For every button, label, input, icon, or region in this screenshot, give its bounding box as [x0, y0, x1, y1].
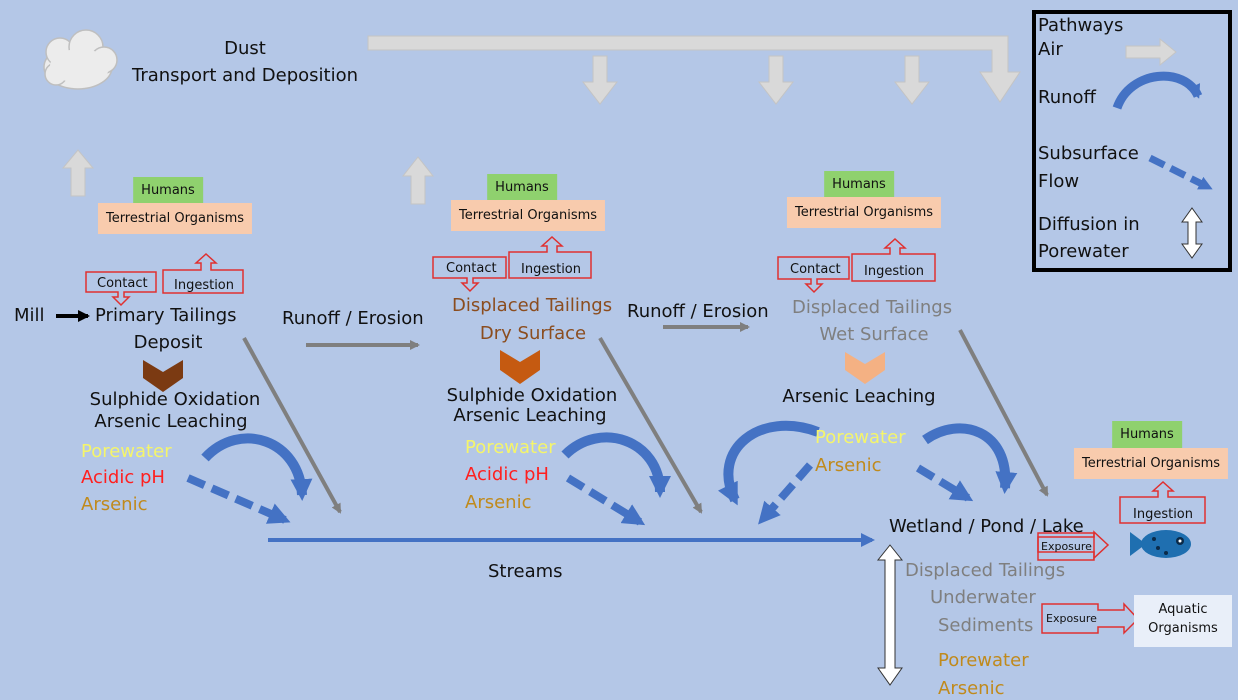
streams-label: Streams	[488, 561, 563, 582]
legend-runoff-arrow	[1112, 71, 1203, 110]
ingestion-label-dry: Ingestion	[521, 262, 581, 277]
primary-deposit-label: Deposit	[133, 332, 203, 353]
legend-runoff-label: Runoff	[1038, 87, 1096, 108]
ingestion-label-wetland: Ingestion	[1133, 507, 1193, 522]
ingestion-label-wet: Ingestion	[864, 264, 924, 279]
legend-diffusion-label: Diffusion in	[1038, 214, 1140, 235]
runoff-arrows	[201, 420, 1018, 506]
legend-porewater-label: Porewater	[1038, 241, 1129, 262]
terrestrial-box-wet: Terrestrial Organisms	[786, 197, 942, 228]
humans-box-primary: Humans	[133, 177, 203, 204]
legend-subsurface-label: Subsurface	[1038, 143, 1139, 164]
wet-arsenic: Arsenic	[815, 455, 882, 476]
underwater-arsenic: Arsenic	[938, 678, 1005, 699]
runoff-erosion-label-1: Runoff / Erosion	[282, 308, 424, 329]
wetland-label: Wetland / Pond / Lake	[889, 516, 1084, 537]
underwater-label: Underwater	[930, 587, 1036, 608]
erosion-diagonal-1	[242, 337, 342, 514]
pathways-legend	[1032, 10, 1232, 272]
dust-cloud-icon	[43, 29, 118, 90]
dust-up-arrow-1	[61, 149, 95, 197]
runoff-erosion-label-2: Runoff / Erosion	[627, 301, 769, 322]
contact-label-dry: Contact	[446, 261, 497, 276]
ingestion-label-primary: Ingestion	[174, 278, 234, 293]
chevron-down-icon	[143, 360, 183, 392]
wet-displaced-label: Displaced Tailings	[792, 297, 953, 318]
primary-porewater: Porewater	[81, 441, 172, 462]
dust-transport-label: Transport and Deposition	[131, 65, 359, 86]
exposure-label-fish: Exposure	[1041, 540, 1092, 553]
fish-icon	[1130, 530, 1191, 558]
dry-arsenic: Arsenic	[465, 492, 532, 513]
mill-label: Mill	[14, 305, 45, 326]
exposure-label-aquatic: Exposure	[1046, 612, 1097, 625]
aquatic-label-line2: Organisms	[1148, 620, 1218, 636]
dry-displaced-label: Displaced Tailings	[452, 295, 613, 316]
primary-tailings-label: Primary Tailings	[95, 305, 237, 326]
primary-process-oxidation: Sulphide Oxidation	[89, 389, 261, 410]
dry-process-oxidation: Sulphide Oxidation	[446, 385, 618, 406]
air-deposition-arrow-1	[581, 55, 619, 105]
wet-surface-label: Wet Surface	[819, 324, 929, 345]
humans-box-wetland: Humans	[1112, 421, 1182, 448]
air-deposition-arrow-2	[757, 55, 795, 105]
erosion-diagonal-3	[958, 329, 1049, 497]
chevron-down-icon	[845, 352, 885, 384]
terrestrial-box-wetland: Terrestrial Organisms	[1073, 448, 1229, 479]
dry-surface-label: Dry Surface	[479, 323, 587, 344]
terrestrial-box-primary: Terrestrial Organisms	[97, 203, 253, 234]
legend-icons	[1112, 37, 1213, 259]
wet-process-leaching: Arsenic Leaching	[782, 386, 936, 407]
contact-label-primary: Contact	[97, 276, 148, 291]
underwater-sediments-label: Sediments	[938, 615, 1034, 636]
legend-air-label: Air	[1038, 39, 1063, 60]
underwater-porewater: Porewater	[938, 650, 1029, 671]
primary-process-leaching: Arsenic Leaching	[94, 411, 248, 432]
legend-air-arrow	[1125, 37, 1177, 67]
contact-label-wet: Contact	[790, 262, 841, 277]
legend-diffusion-arrow	[1181, 207, 1203, 259]
dust-label: Dust	[224, 38, 266, 59]
erosion-diagonal-2	[598, 336, 703, 514]
chevron-down-icon	[500, 350, 540, 384]
terrestrial-box-dry: Terrestrial Organisms	[450, 200, 606, 231]
aquatic-label-line1: Aquatic	[1158, 602, 1208, 617]
dry-porewater: Porewater	[465, 437, 556, 458]
subsurface-arrows	[186, 462, 974, 526]
exposure-route-boxes	[85, 235, 1206, 635]
diffusion-arrow	[876, 544, 904, 686]
dry-process-leaching: Arsenic Leaching	[453, 405, 607, 426]
primary-acidic-ph: Acidic pH	[81, 467, 165, 488]
legend-subsurface-flow-label: Flow	[1038, 171, 1080, 192]
primary-arsenic: Arsenic	[81, 494, 148, 515]
wet-porewater: Porewater	[815, 427, 906, 448]
legend-title: Pathways	[1038, 15, 1124, 36]
air-deposition-arrow-3	[893, 55, 931, 105]
humans-box-wet: Humans	[824, 171, 894, 198]
air-transport-arrow	[61, 35, 1021, 205]
legend-subsurface-arrow	[1148, 154, 1213, 192]
aquatic-organisms-box: Aquatic Organisms	[1134, 595, 1232, 647]
dust-up-arrow-2	[401, 156, 435, 205]
dry-acidic-ph: Acidic pH	[465, 464, 549, 485]
humans-box-dry: Humans	[487, 174, 557, 201]
underwater-displaced-label: Displaced Tailings	[905, 560, 1066, 581]
